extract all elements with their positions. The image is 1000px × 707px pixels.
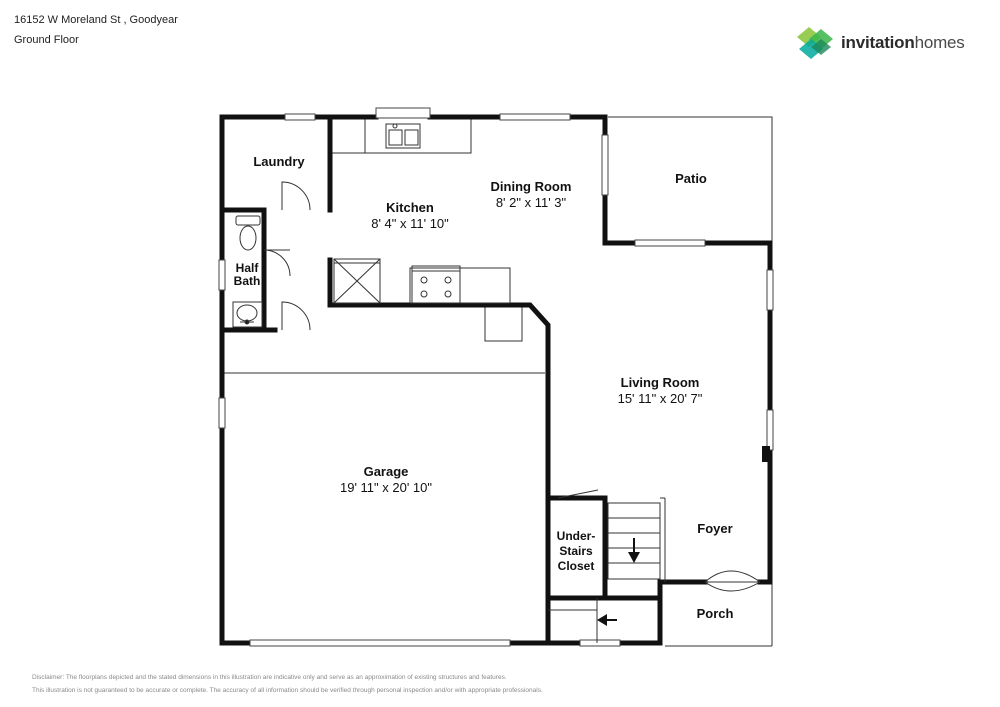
room-laundry-label: Laundry <box>253 154 305 169</box>
room-dining-label: Dining Room <box>491 179 572 194</box>
stairs-down-arrow-icon <box>628 538 640 563</box>
laundry-door-icon <box>281 181 311 211</box>
room-dining-dims: 8' 2" x 11' 3" <box>496 195 567 210</box>
stairs-left-arrow-icon <box>597 614 617 626</box>
room-living-dims: 15' 11" x 20' 7" <box>618 391 703 406</box>
room-living-label: Living Room <box>621 375 700 390</box>
floor-label: Ground Floor <box>14 34 79 46</box>
disclaimer-line-2: This illustration is not guaranteed to b… <box>32 687 543 694</box>
room-porch-label: Porch <box>697 606 734 621</box>
room-half-bath-label-2: Bath <box>234 274 261 288</box>
logo-mark-icon <box>797 27 833 59</box>
room-patio-label: Patio <box>675 171 707 186</box>
room-kitchen-label: Kitchen <box>386 200 434 215</box>
brand-wordmark: invitationhomes <box>841 33 965 52</box>
refrigerator-icon <box>333 258 381 304</box>
toilet-icon <box>235 215 261 251</box>
room-garage-dims: 19' 11" x 20' 10" <box>340 480 432 495</box>
front-door-icon <box>704 570 761 592</box>
kitchen-door-icon <box>281 301 311 331</box>
bath-sink-icon <box>232 301 263 328</box>
room-garage-label: Garage <box>364 464 409 479</box>
room-closet-label-1: Under- <box>557 529 596 543</box>
sink-icon <box>385 123 421 149</box>
room-foyer-label: Foyer <box>697 521 732 536</box>
room-closet-label-3: Closet <box>558 559 595 573</box>
room-closet-label-2: Stairs <box>559 544 593 558</box>
range-icon <box>411 265 461 304</box>
room-half-bath-label-1: Half <box>236 261 260 275</box>
property-address: 16152 W Moreland St , Goodyear <box>14 14 178 26</box>
room-kitchen-dims: 8' 4" x 11' 10" <box>371 216 449 231</box>
brand-logo: invitationhomes <box>797 25 965 63</box>
disclaimer-line-1: Disclaimer: The floorplans depicted and … <box>32 674 507 681</box>
